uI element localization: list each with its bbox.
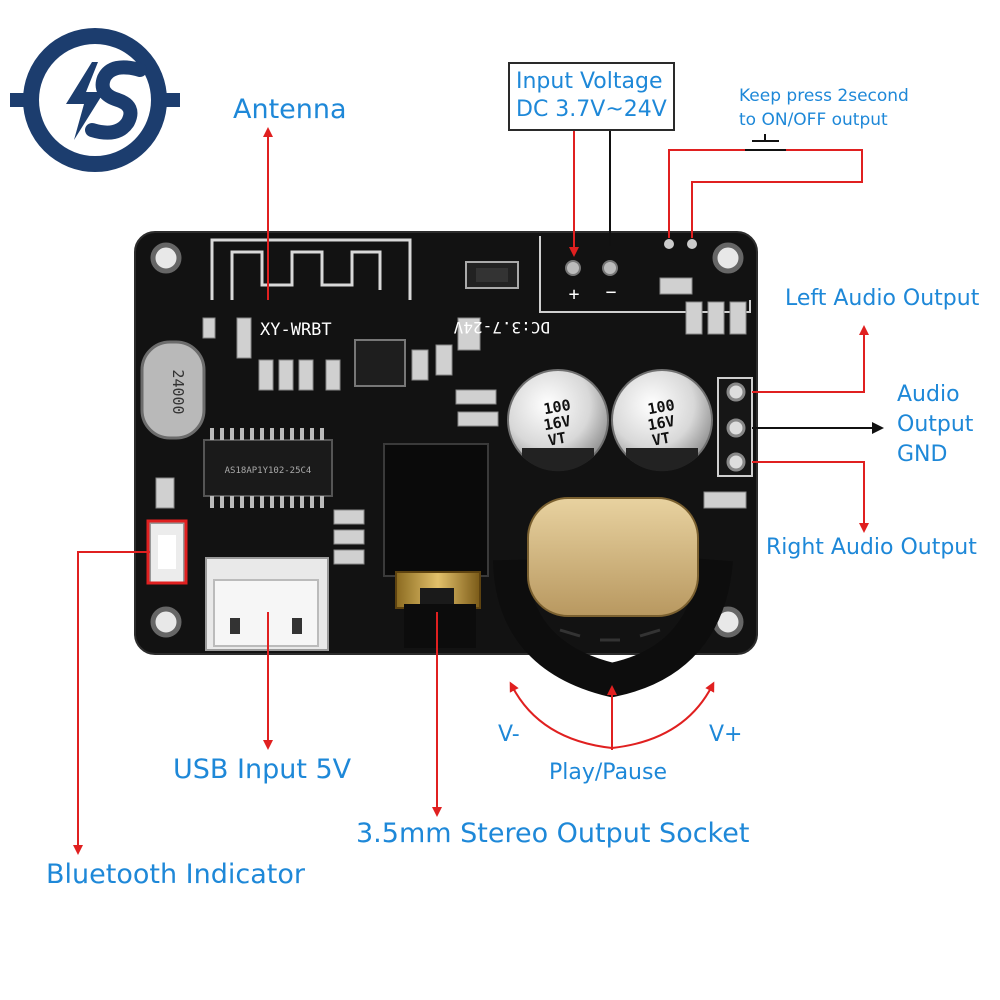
minus-text: −	[606, 282, 617, 303]
mounting-holes	[150, 242, 744, 638]
audio-output-gnd-line3: GND	[897, 442, 948, 467]
keep-press-line2: to ON/OFF output	[739, 110, 888, 130]
input-voltage-line2: DC 3.7V~24V	[516, 96, 667, 122]
volume-down-label: V-	[498, 722, 520, 747]
switch-symbol	[745, 134, 786, 151]
antenna-label: Antenna	[233, 94, 347, 125]
bluetooth-highlight	[146, 519, 188, 585]
input-voltage-box: Input Voltage DC 3.7V~24V	[508, 62, 675, 131]
chip-text: AS18AP1Y102-25C4	[225, 466, 312, 476]
keep-press-line1: Keep press 2second	[739, 86, 909, 106]
audio-output-gnd-line2: Output	[897, 412, 974, 437]
smd-components	[155, 277, 747, 565]
right-audio-output-label: Right Audio Output	[766, 535, 977, 560]
left-audio-output-label: Left Audio Output	[785, 286, 980, 311]
input-voltage-line1: Input Voltage	[516, 69, 663, 94]
board-model-text: XY-WRBT	[260, 320, 332, 340]
lightning-s-logo-icon	[10, 28, 180, 172]
play-pause-label: Play/Pause	[549, 760, 667, 785]
capacitor-left	[507, 369, 609, 472]
board-dc-text: DC:3.7-24V	[453, 318, 550, 337]
crystal	[140, 340, 206, 440]
cap-right-text-2: 16V	[646, 412, 676, 434]
antenna-trace	[210, 238, 412, 300]
cap-left-text-2: 16V	[542, 412, 572, 434]
usb-input-label: USB Input 5V	[173, 754, 352, 785]
bluetooth-indicator-label: Bluetooth Indicator	[46, 859, 305, 890]
audio-output-gnd-line1: Audio	[897, 382, 960, 407]
audio-jack	[383, 443, 489, 648]
stereo-socket-label: 3.5mm Stereo Output Socket	[356, 818, 750, 849]
volume-up-label: V+	[709, 722, 743, 747]
cap-left-text-1: 100	[542, 396, 572, 418]
plus-text: +	[569, 284, 580, 305]
cap-right-text-3: VT	[651, 429, 672, 450]
crystal-text: 24000	[169, 369, 187, 414]
capacitor-right	[611, 369, 713, 472]
main-chip	[203, 428, 333, 508]
cap-left-text-3: VT	[547, 429, 568, 450]
audio-output-header	[717, 377, 753, 477]
annotation-arrows	[73, 127, 869, 855]
volume-potentiometer	[493, 497, 733, 698]
bluetooth-led	[149, 522, 185, 584]
pcb-board: XY-WRBT DC:3.7-24V 24000 AS18AP1Y102-25C…	[134, 231, 758, 698]
cap-right-text-1: 100	[646, 396, 676, 418]
